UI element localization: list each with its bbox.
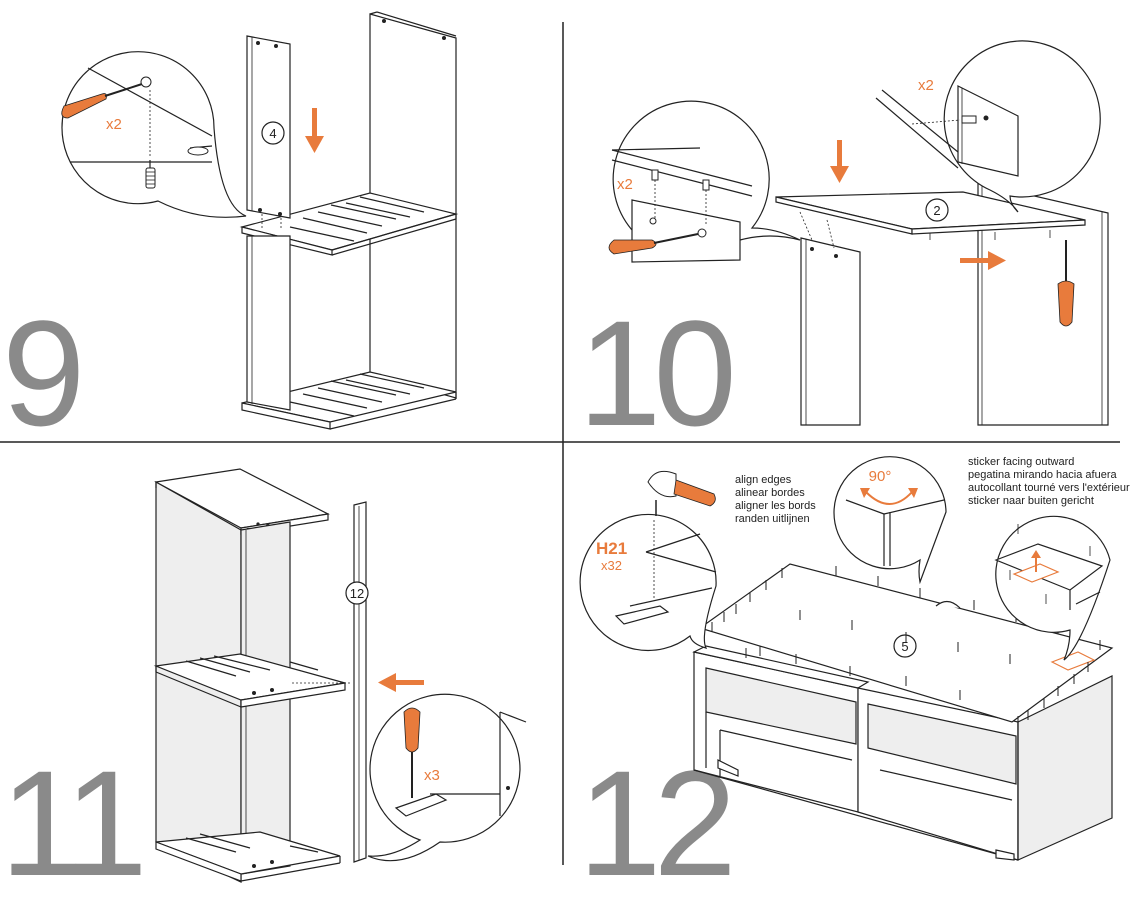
- nail-detail-callout: H21 x32: [579, 470, 717, 651]
- back-rail-12: 12: [292, 501, 369, 863]
- quantity-label: x2: [918, 77, 934, 94]
- side-panel-right: [977, 182, 1109, 426]
- detail-callout-left: x2: [608, 100, 801, 263]
- down-arrow-icon: [305, 108, 324, 153]
- cam-lock-dowel-icon: [145, 160, 156, 189]
- sticker-note-en: sticker facing outward: [968, 456, 1074, 468]
- detail-callout-right: x2: [875, 40, 1101, 213]
- part-label: 5: [901, 639, 908, 654]
- align-note-en: align edges: [735, 474, 792, 486]
- left-arrow-icon: [378, 673, 424, 692]
- step-11: 11 12: [0, 468, 527, 901]
- screwdriver-icon: [608, 228, 707, 255]
- sticker-note-es: pegatina mirando hacia afuera: [968, 469, 1117, 481]
- step-number: 10: [578, 289, 731, 457]
- hammer-icon: [647, 470, 716, 516]
- hardware-code: H21: [596, 539, 627, 558]
- down-arrow-icon: [830, 140, 849, 183]
- screwdriver-icon: [1057, 240, 1075, 327]
- part-label: 12: [350, 586, 364, 601]
- sticker-note: sticker facing outward pegatina mirando …: [968, 456, 1130, 507]
- right-arrow-icon: [960, 251, 1006, 270]
- screwdriver-icon: [61, 76, 152, 119]
- step-number: 9: [2, 289, 79, 457]
- detail-callout: x2: [61, 51, 247, 218]
- step-10: 10 2: [578, 40, 1109, 457]
- step-12: 12 5: [578, 456, 1130, 901]
- align-edges-callout: 90°: [833, 456, 947, 585]
- sticker-note-fr: autocollant tourné vers l'extérieur: [968, 482, 1130, 494]
- cabinet-lying: [692, 645, 1113, 861]
- quantity-label: x2: [617, 176, 633, 193]
- hardware-qty: x32: [601, 558, 622, 573]
- align-edges-note: align edges alinear bordes aligner les b…: [735, 474, 816, 525]
- sticker-note-nl: sticker naar buiten gericht: [968, 495, 1094, 507]
- quantity-label: x3: [424, 767, 440, 784]
- part-label-badge: [261, 121, 285, 145]
- detail-callout: x3: [367, 693, 527, 862]
- quantity-label: x2: [106, 116, 122, 133]
- align-note-nl: randen uitlijnen: [735, 513, 810, 525]
- shelf-slots: [289, 196, 425, 242]
- step-9: 9 4: [2, 11, 459, 457]
- screwdriver-icon: [403, 707, 421, 798]
- part-label: 2: [933, 203, 940, 218]
- sticker-callout: [994, 515, 1111, 661]
- side-panel-left: [800, 237, 861, 426]
- part-label: 4: [269, 126, 276, 141]
- step-number: 11: [0, 739, 141, 901]
- align-note-fr: aligner les bords: [735, 500, 816, 512]
- angle-label: 90°: [869, 468, 892, 485]
- align-note-es: alinear bordes: [735, 487, 805, 499]
